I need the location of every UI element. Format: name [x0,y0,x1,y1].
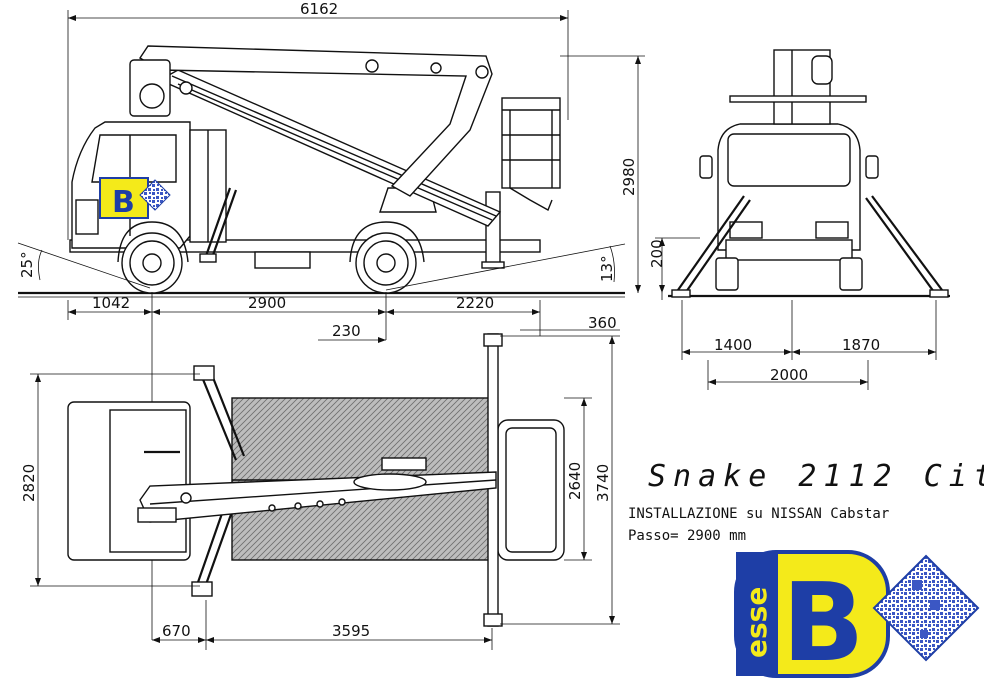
dim-angle-rear: 13° [598,255,616,282]
cab-logo-letter: B [112,185,135,220]
brand-logo: esse B [734,550,980,682]
dim-top-width: 2820 [20,464,38,502]
upper-arm [139,45,493,197]
front-outrigger [210,189,238,259]
dim-height-total: 2980 [620,158,638,196]
dim-total-length: 6162 [300,0,338,18]
logo-text: esse [740,587,773,658]
logo-letter: B [782,561,864,682]
title-block: Snake 2112 City INSTALLAZIONE su NISSAN … [628,459,984,544]
rear-wheel [355,232,417,294]
front-view: 1400 1870 2000 [668,49,950,390]
side-view: 6162 [17,0,700,640]
front-cab [717,123,861,251]
front-left-outrigger [685,199,751,293]
dim-top-length: 3595 [332,622,370,640]
dim-front-overhang: 1042 [92,294,130,312]
dim-angle-front: 25° [18,251,36,278]
front-right-outrigger [865,197,935,293]
qr-code-icon [872,554,980,662]
dim-top-outriggers: 2640 [566,462,584,500]
dim-front-right: 1870 [842,336,880,354]
top-cab [67,401,191,561]
installation-note: INSTALLAZIONE su NISSAN Cabstar [628,506,889,522]
top-basket [497,419,565,561]
dim-wheelbase: 2900 [248,294,286,312]
model-title: Snake 2112 City [648,459,984,494]
dim-top-front-gap: 670 [162,622,191,640]
front-wheel [121,232,183,294]
dim-rear: 2220 [456,294,494,312]
dim-basket-offset: 360 [588,314,617,332]
top-front-outrigger-lower [202,505,236,591]
top-view: 2820 2640 3740 670 3595 [20,333,620,650]
top-front-outrigger-upper [198,371,238,461]
work-basket [501,97,561,189]
dim-front-left: 1400 [714,336,752,354]
cab-logo: B [99,177,171,220]
dim-front-bottom: 2000 [770,366,808,384]
dim-outrigger-offset: 230 [332,322,361,340]
rear-outrigger [485,191,501,265]
dim-top-overall: 3740 [594,464,612,502]
dim-height-low: 200 [648,239,666,268]
wheelbase-note: Passo= 2900 mm [628,528,746,544]
